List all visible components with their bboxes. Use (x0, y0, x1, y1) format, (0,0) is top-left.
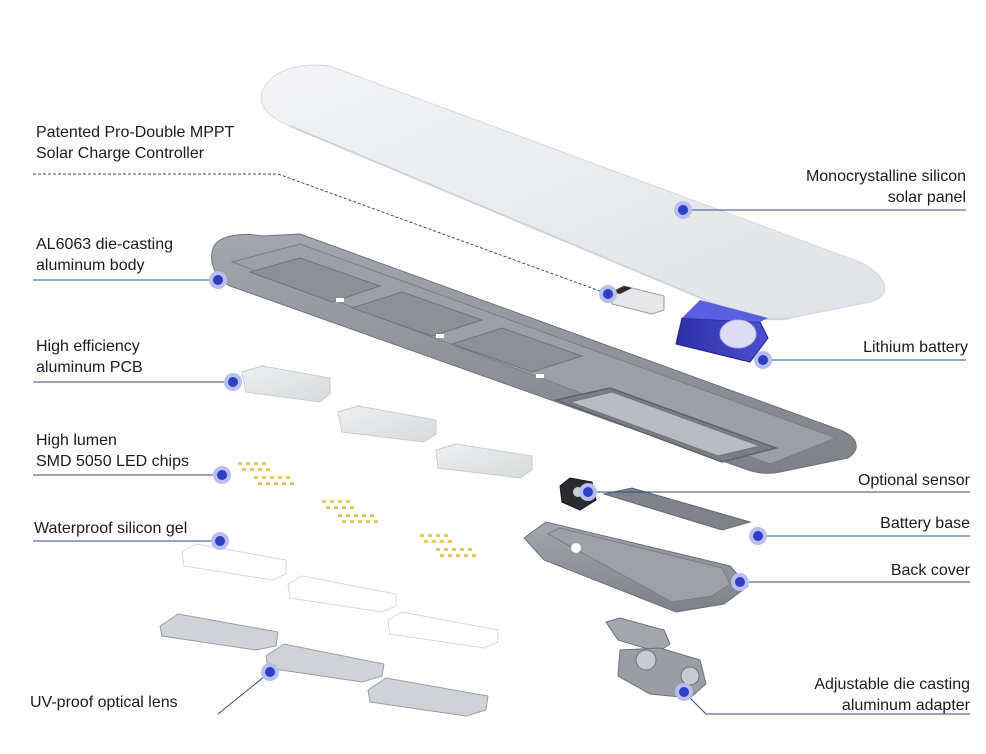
label-battery-line1: Lithium battery (863, 339, 968, 356)
label-back-cover: Back cover (891, 560, 970, 581)
label-body-line1: AL6063 die-casting (36, 236, 173, 253)
label-mppt-line1: Patented Pro-Double MPPT (36, 124, 235, 141)
label-sensor-line1: Optional sensor (857, 472, 970, 489)
label-base-line1: Battery base (880, 515, 970, 532)
optical-lenses (159, 613, 489, 717)
label-led-line1: High lumen (36, 432, 117, 449)
label-lens-line1: UV-proof optical lens (30, 694, 178, 711)
dot-panel (674, 201, 692, 219)
callout-dots (209, 201, 772, 701)
label-optical-lens: UV-proof optical lens (30, 692, 178, 713)
led-chips (238, 462, 476, 557)
dot-led (213, 466, 231, 484)
label-panel-line2: solar panel (887, 189, 966, 206)
label-pcb-line1: High efficiency (36, 338, 140, 355)
label-battery-base: Battery base (880, 513, 970, 534)
label-adapter-line2: aluminum adapter (841, 697, 970, 714)
dot-lens (261, 663, 279, 681)
dot-sensor (579, 483, 597, 501)
dot-mppt (599, 285, 617, 303)
label-panel-line1: Monocrystalline silicon (805, 168, 966, 185)
label-gel-line1: Waterproof silicon gel (34, 520, 188, 537)
lithium-battery (675, 300, 769, 363)
label-aluminum-body: AL6063 die-casting aluminum body (36, 234, 173, 276)
label-body-line2: aluminum body (36, 257, 145, 274)
aluminum-pcbs (241, 365, 533, 479)
label-adjustable-adapter: Adjustable die casting aluminum adapter (814, 674, 970, 716)
dot-body (209, 271, 227, 289)
label-cover-line1: Back cover (890, 562, 970, 579)
leader-lines (33, 173, 970, 715)
label-optional-sensor: Optional sensor (858, 470, 970, 491)
dot-gel (211, 532, 229, 550)
aluminum-body (211, 233, 857, 474)
dot-pcb (224, 373, 242, 391)
label-adapter-line1: Adjustable die casting (814, 676, 970, 693)
label-silicon-gel: Waterproof silicon gel (34, 518, 187, 539)
label-lithium-battery: Lithium battery (863, 337, 968, 358)
dot-cover (731, 573, 749, 591)
battery-base-plate (602, 487, 752, 531)
label-mppt-line2: Solar Charge Controller (36, 145, 205, 162)
label-led-chips: High lumen SMD 5050 LED chips (36, 430, 189, 472)
label-pcb-line2: aluminum PCB (36, 359, 143, 376)
label-led-line2: SMD 5050 LED chips (36, 453, 189, 470)
dot-adapter (675, 683, 693, 701)
dot-battery (754, 351, 772, 369)
silicon-gel (181, 543, 499, 649)
label-mppt-controller: Patented Pro-Double MPPT Solar Charge Co… (36, 122, 234, 164)
mppt-controller (611, 285, 665, 315)
back-cover (523, 521, 749, 613)
adjustable-adapter (605, 617, 707, 699)
dot-base (749, 527, 767, 545)
label-solar-panel: Monocrystalline silicon solar panel (806, 166, 966, 208)
label-aluminum-pcb: High efficiency aluminum PCB (36, 336, 143, 378)
